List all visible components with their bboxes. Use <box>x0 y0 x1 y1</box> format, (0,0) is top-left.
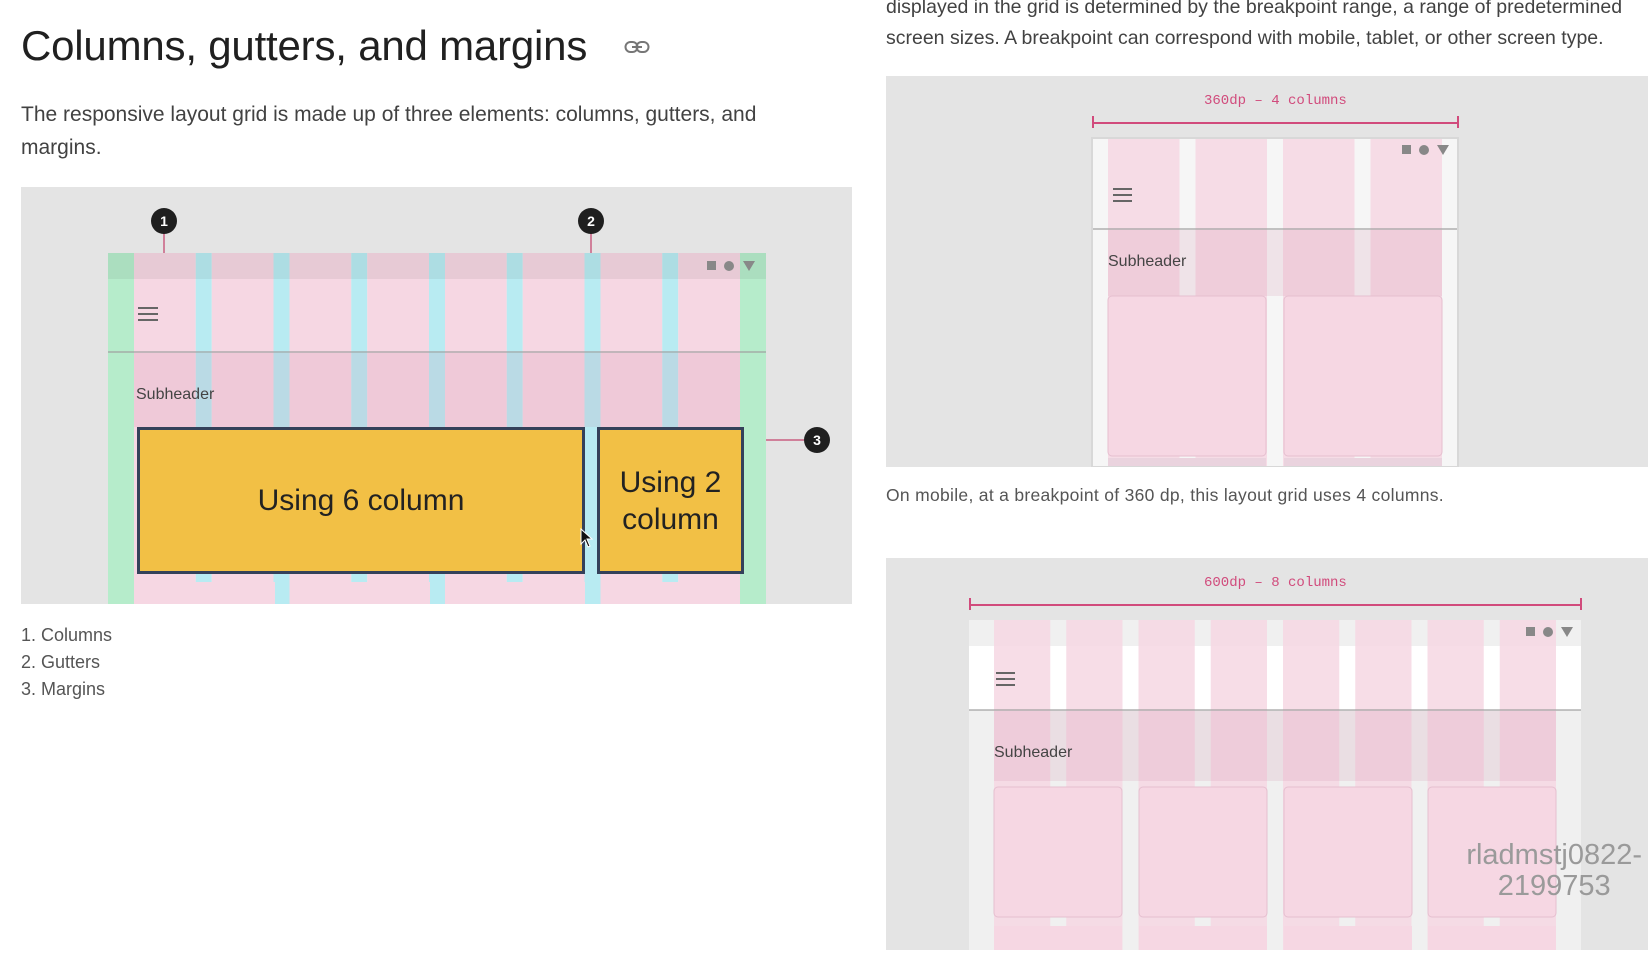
watermark: rladmstj0822- 2199753 <box>1466 840 1642 902</box>
watermark-line2: 2199753 <box>1497 870 1611 902</box>
link-icon[interactable] <box>624 40 650 54</box>
tablet-grid-diagram: 600dp – 8 columns Subheader <box>886 558 1648 950</box>
section-intro: The responsive layout grid is made up of… <box>21 103 757 159</box>
watermark-line1: rladmstj0822- <box>1466 839 1642 871</box>
dimension-tick <box>969 598 971 610</box>
six-column-callout: Using 6 column <box>137 427 585 574</box>
grid-gutter <box>584 253 601 604</box>
dimension-tick <box>1580 598 1582 610</box>
legend-list: 1. Columns 2. Gutters 3. Margins <box>21 622 112 703</box>
tablet-dimension-line <box>969 604 1581 606</box>
dimension-tick <box>1457 116 1459 128</box>
two-column-label-line1: Using 2 <box>619 465 722 499</box>
section-title: Columns, gutters, and margins <box>21 22 588 69</box>
subheader-label: Subheader <box>136 386 215 403</box>
legend-item-columns: 1. Columns <box>21 625 113 645</box>
two-column-label-line2: column <box>622 502 719 536</box>
breakpoint-description-line1: displayed in the grid is determined by t… <box>886 0 1623 18</box>
breakpoint-description: displayed in the grid is determined by t… <box>886 0 1646 54</box>
mobile-grid-diagram: 360dp – 4 columns Subheader <box>886 76 1648 467</box>
tablet-grid-art <box>969 620 1581 950</box>
marker-margins: 3 <box>804 427 830 453</box>
mobile-dimension-label: 360dp – 4 columns <box>1204 93 1347 109</box>
two-column-callout: Using 2 column <box>597 427 744 574</box>
mouse-cursor-icon <box>580 528 594 548</box>
mobile-grid-art <box>1091 137 1459 467</box>
mobile-subheader-label: Subheader <box>1108 253 1187 270</box>
legend-item-gutters: 2. Gutters <box>21 652 101 672</box>
mobile-dimension-line <box>1092 122 1458 124</box>
grid-anatomy-diagram: 1 2 3 Subheader Using 6 column Using 2 c… <box>21 187 852 604</box>
six-column-label: Using 6 column <box>257 483 465 517</box>
marker-columns: 1 <box>151 208 177 234</box>
tablet-subheader-label: Subheader <box>994 744 1073 761</box>
tablet-dimension-label: 600dp – 8 columns <box>1204 575 1347 591</box>
marker-gutters: 2 <box>578 208 604 234</box>
mobile-caption: On mobile, at a breakpoint of 360 dp, th… <box>886 485 1444 505</box>
dimension-tick <box>1092 116 1094 128</box>
legend-item-margins: 3. Margins <box>21 679 106 699</box>
breakpoint-description-line2: screen sizes. A breakpoint can correspon… <box>886 27 1604 49</box>
